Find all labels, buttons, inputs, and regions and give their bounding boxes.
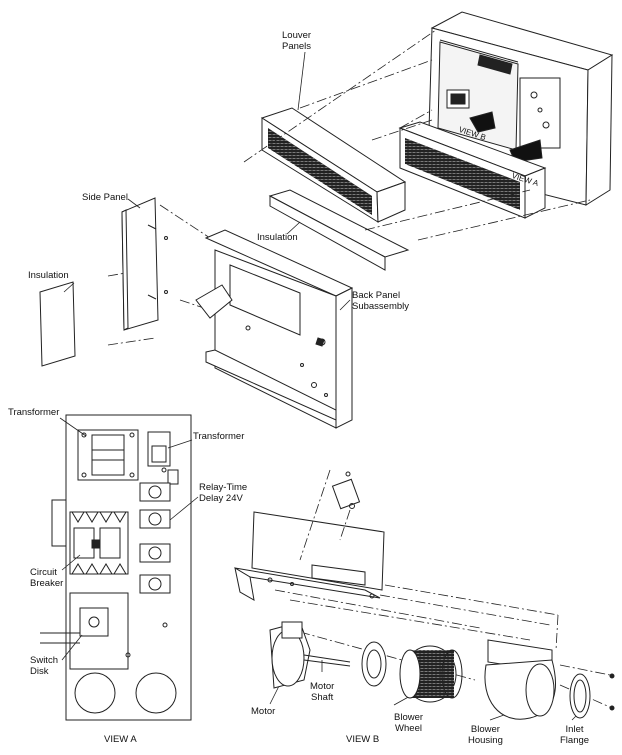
label-insulation-top: Insulation: [257, 232, 298, 243]
side-panel: [121, 197, 168, 331]
blower-housing: [484, 639, 556, 720]
label-insulation-left: Insulation: [28, 270, 69, 281]
relay-part-view-b: [331, 471, 361, 510]
inlet-flange: [569, 673, 615, 719]
back-panel-subassembly: [195, 229, 354, 429]
lower-louver-panel: [398, 121, 547, 219]
assembly-lines-top: [107, 29, 591, 346]
caption-view-b: VIEW B: [346, 734, 380, 745]
caption-view-a: VIEW A: [104, 734, 137, 745]
label-transformer-left: Transformer: [8, 407, 60, 418]
side-insulation: [39, 281, 76, 367]
top-insulation: [268, 189, 410, 271]
blower-mounting-bracket: [234, 511, 385, 601]
upper-louver-panel: [260, 107, 407, 223]
blower-wheel: [399, 645, 463, 703]
control-box-view-a: [40, 414, 192, 721]
label-transformer-right: Transformer: [193, 431, 245, 442]
leader-lines: [59, 51, 581, 721]
label-side-panel: Side Panel: [82, 192, 128, 203]
motor: [269, 621, 351, 689]
inlet-ring-left: [361, 641, 387, 687]
label-motor: Motor: [251, 706, 276, 717]
